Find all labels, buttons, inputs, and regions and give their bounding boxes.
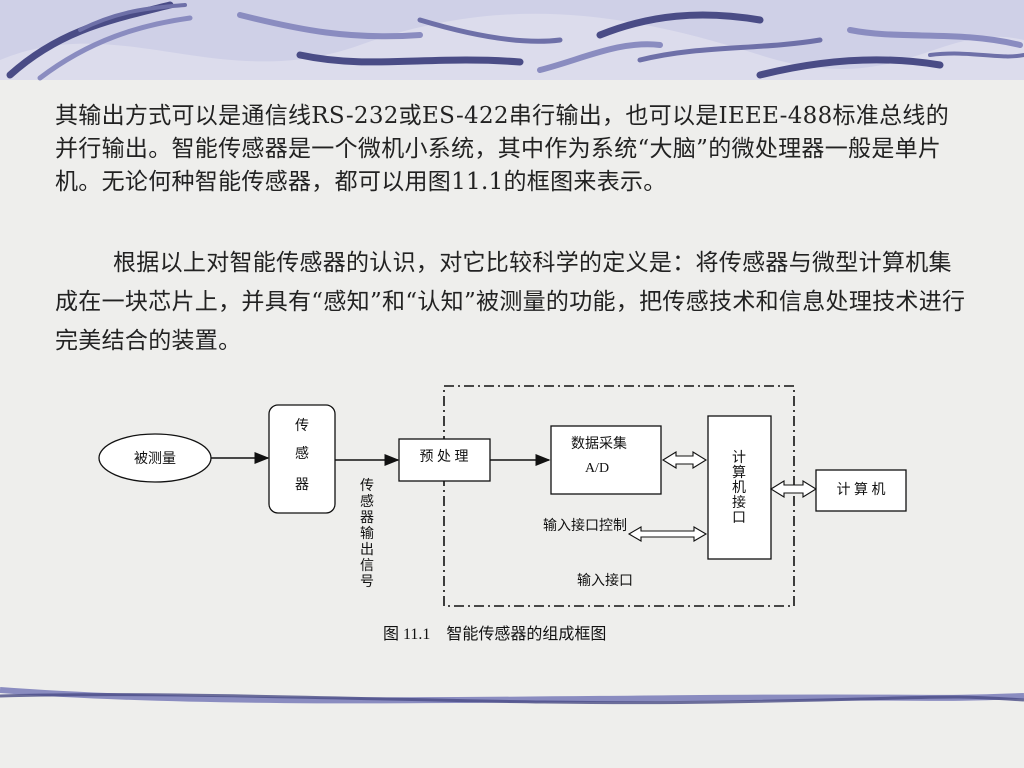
input-control-label: 输入接口控制 — [543, 517, 627, 534]
daq-label-line1: 数据采集 — [571, 435, 627, 452]
interface-char-3: 机 — [732, 480, 746, 496]
input-interface-label: 输入接口 — [577, 572, 633, 589]
measured-label: 被测量 — [134, 451, 176, 467]
double-arrow-input-control — [627, 526, 708, 542]
svg-text:传: 传 — [360, 478, 374, 494]
sensor-output-signal-label: 传 感 器 输 出 信 号 — [360, 478, 374, 590]
smart-sensor-boundary — [443, 385, 795, 607]
paragraph-1: 其输出方式可以是通信线RS-232或ES-422串行输出，也可以是IEEE-48… — [55, 103, 949, 195]
svg-text:输: 输 — [360, 526, 374, 542]
bottom-wave-decoration — [0, 687, 1024, 705]
daq-label-line2: A/D — [585, 461, 609, 476]
top-wave-decoration — [0, 0, 1024, 81]
interface-char-2: 算 — [732, 465, 746, 481]
double-arrow-daq-interface — [661, 451, 708, 469]
daq-block — [550, 425, 662, 495]
computer-block — [815, 469, 907, 512]
interface-char-1: 计 — [732, 450, 746, 466]
svg-text:号: 号 — [360, 575, 374, 590]
preprocess-block — [398, 438, 491, 482]
preprocess-label: 预 处 理 — [420, 449, 469, 465]
svg-text:信: 信 — [360, 558, 374, 574]
computer-interface-block — [707, 415, 772, 560]
svg-text:器: 器 — [360, 511, 374, 526]
interface-char-4: 接 — [732, 494, 746, 511]
svg-text:出: 出 — [360, 542, 374, 558]
paragraph-2: 根据以上对智能传感器的认识，对它比较科学的定义是：将传感器与微型计算机集成在一块… — [55, 250, 966, 354]
sensor-char-1: 传 — [295, 418, 309, 434]
figure-caption: 图 11.1 智能传感器的组成框图 — [383, 626, 607, 643]
computer-label: 计 算 机 — [837, 482, 886, 498]
svg-text:感: 感 — [360, 493, 374, 510]
sensor-char-2: 感 — [295, 445, 309, 462]
block-diagram: 被测量 传 感 器 传 感 器 输 出 信 号 预 处 理 数据采集 A/D 计… — [98, 385, 907, 607]
sensor-char-3: 器 — [295, 478, 309, 493]
interface-char-5: 口 — [732, 511, 746, 526]
sensor-block — [268, 404, 336, 514]
